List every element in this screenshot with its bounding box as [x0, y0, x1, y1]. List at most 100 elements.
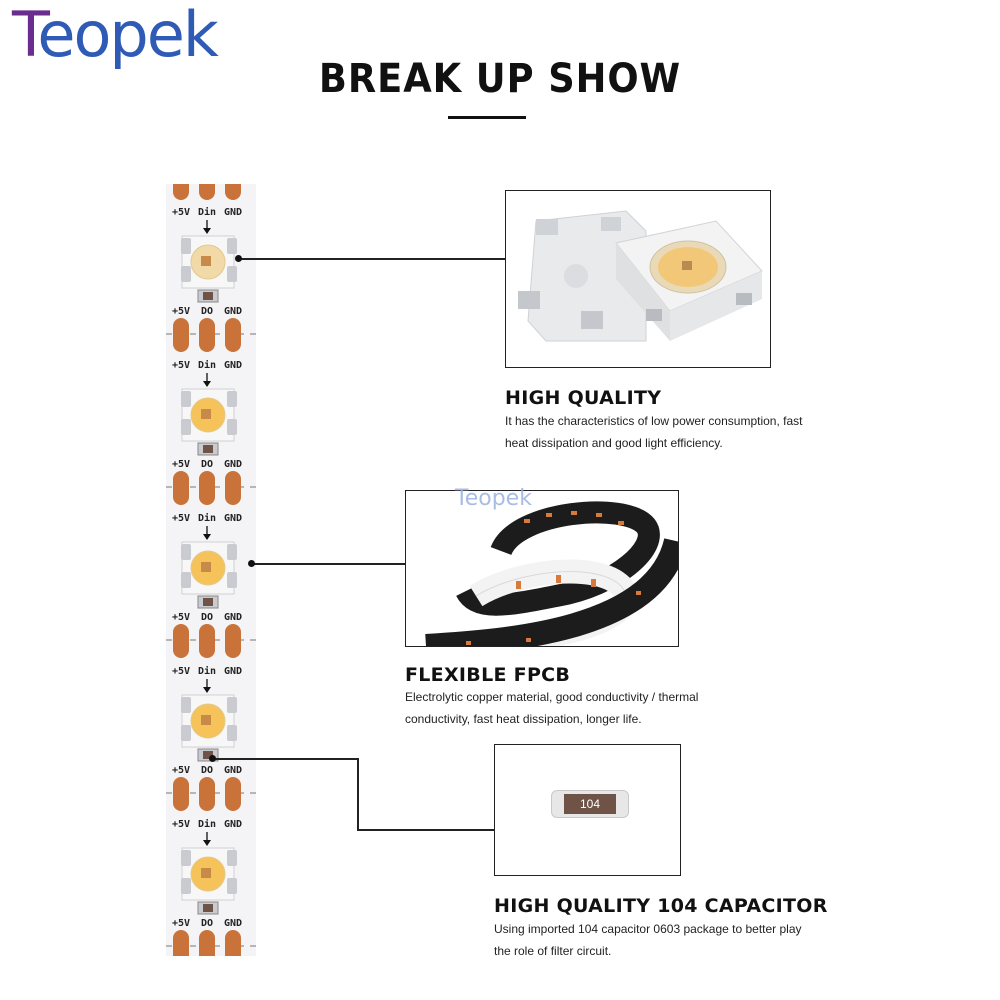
strip-label: GND [224, 207, 242, 218]
logo-letter: T [12, 0, 39, 71]
feature-heading-high-quality: HIGH QUALITY [505, 387, 662, 409]
led-chip-illustration [506, 191, 770, 367]
desc-line: Using imported 104 capacitor 0603 packag… [494, 922, 802, 936]
desc-line: Electrolytic copper material, good condu… [405, 690, 699, 704]
capacitor-chip: 104 [551, 790, 629, 818]
strip-label: DO [201, 612, 213, 623]
led-lead [181, 391, 191, 407]
strip-label: GND [224, 819, 242, 830]
desc-line: conductivity, fast heat dissipation, lon… [405, 712, 642, 726]
led-lead [181, 572, 191, 588]
led-lead [181, 544, 191, 560]
led-lead [227, 850, 237, 866]
arrow-head [203, 534, 211, 540]
arrow-head [203, 840, 211, 846]
led-lead [227, 238, 237, 254]
strip-capacitor-body [203, 598, 213, 606]
copper-pad [225, 777, 241, 811]
copper-pad [225, 624, 241, 658]
copper-pad [173, 184, 189, 200]
led-die [201, 562, 211, 572]
connector-line-capacitor-c [357, 829, 494, 831]
feature-desc-flexible-fpcb: Electrolytic copper material, good condu… [405, 686, 698, 730]
led-lead [227, 391, 237, 407]
flexible-strip-image [405, 490, 679, 647]
connector-dot-led [235, 255, 242, 262]
feature-desc-capacitor: Using imported 104 capacitor 0603 packag… [494, 918, 802, 962]
strip-label: GND [224, 918, 242, 929]
led-lead [181, 850, 191, 866]
strip-label: DO [201, 459, 213, 470]
copper-pad [199, 930, 215, 956]
brand-logo: Teopek [12, 4, 219, 66]
strip-label: DO [201, 918, 213, 929]
feature-desc-high-quality: It has the characteristics of low power … [505, 410, 802, 454]
strip-label: +5V [172, 666, 190, 677]
led-chip-image [505, 190, 771, 368]
led-die [201, 256, 211, 266]
connector-line-fpcb [252, 563, 405, 565]
copper-pad [173, 930, 189, 956]
led-lead [181, 697, 191, 713]
led-lead [181, 419, 191, 435]
copper-pad [225, 471, 241, 505]
watermark-logo: Teopek [455, 486, 532, 511]
capacitor-label: 104 [564, 794, 616, 814]
strip-label: DO [201, 765, 213, 776]
led-lead [227, 419, 237, 435]
led-lead [227, 544, 237, 560]
led-lead [227, 725, 237, 741]
led-lead [227, 697, 237, 713]
copper-pad [225, 930, 241, 956]
strip-label: GND [224, 612, 242, 623]
led-die [201, 868, 211, 878]
strip-label: +5V [172, 306, 190, 317]
copper-pad [225, 184, 241, 200]
page-title: BREAK UP SHOW [318, 56, 682, 102]
strip-label: GND [224, 513, 242, 524]
feature-heading-flexible-fpcb: FLEXIBLE FPCB [405, 664, 571, 686]
led-lead [181, 725, 191, 741]
led-die [201, 715, 211, 725]
strip-label: +5V [172, 612, 190, 623]
strip-label: Din [198, 359, 216, 371]
feature-heading-capacitor: HIGH QUALITY 104 CAPACITOR [494, 895, 828, 917]
strip-label: Din [198, 512, 216, 524]
connector-dot-capacitor [209, 755, 216, 762]
arrow-head [203, 687, 211, 693]
copper-pad [199, 777, 215, 811]
title-underline [448, 116, 526, 119]
led-lead [181, 266, 191, 282]
strip-label: Din [198, 206, 216, 218]
desc-line: heat dissipation and good light efficien… [505, 436, 723, 450]
copper-pad [173, 318, 189, 352]
led-lead [181, 238, 191, 254]
led-lead [227, 266, 237, 282]
copper-pad [199, 318, 215, 352]
strip-label: +5V [172, 459, 190, 470]
strip-label: +5V [172, 918, 190, 929]
led-lead [181, 878, 191, 894]
arrow-head [203, 228, 211, 234]
connector-line-capacitor-a [212, 758, 358, 760]
led-lead [227, 572, 237, 588]
strip-label: GND [224, 459, 242, 470]
strip-label: +5V [172, 207, 190, 218]
strip-label: GND [224, 765, 242, 776]
strip-label: DO [201, 306, 213, 317]
strip-label: +5V [172, 819, 190, 830]
connector-dot-fpcb [248, 560, 255, 567]
strip-label: GND [224, 666, 242, 677]
strip-label: +5V [172, 360, 190, 371]
copper-pad [199, 471, 215, 505]
led-die [201, 409, 211, 419]
strip-label: +5V [172, 765, 190, 776]
arrow-head [203, 381, 211, 387]
copper-pad [199, 624, 215, 658]
connector-line-capacitor-b [357, 758, 359, 830]
strip-capacitor-body [203, 292, 213, 300]
desc-line: the role of filter circuit. [494, 944, 612, 958]
led-lead [227, 878, 237, 894]
strip-label: GND [224, 360, 242, 371]
strip-label: Din [198, 818, 216, 830]
